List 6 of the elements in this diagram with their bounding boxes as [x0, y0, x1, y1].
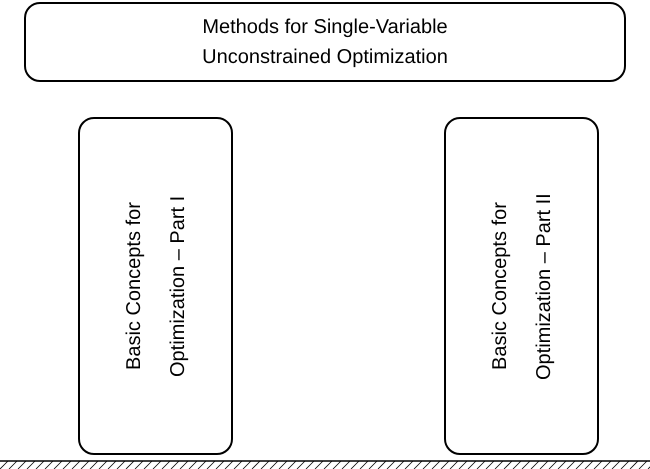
pillar-text: Basic Concepts for Optimization – Part I	[122, 194, 190, 379]
pillar-box	[444, 117, 599, 455]
pillar-text: Basic Concepts for Optimization – Part II	[488, 192, 556, 382]
roof-text: Methods for Single-Variable Unconstrained Optimization	[201, 15, 449, 70]
pillar-box	[78, 117, 233, 455]
roof-box	[24, 2, 626, 82]
